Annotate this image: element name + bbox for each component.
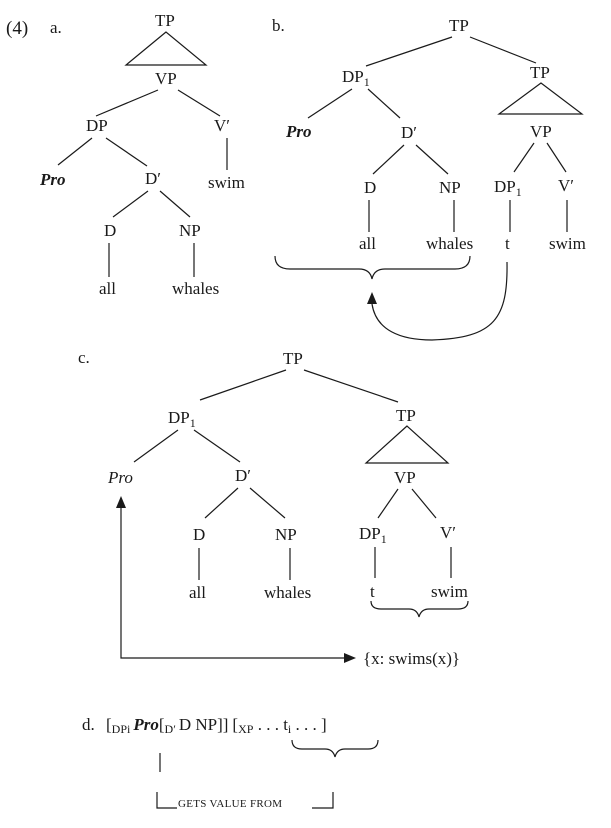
panel-a-label: a.: [50, 18, 62, 37]
tree-b-vp: VP: [530, 122, 552, 141]
tree-c-tp-triangle: [364, 425, 450, 464]
tree-c-vbar: V′: [440, 523, 456, 542]
tree-c-vp: VP: [394, 468, 416, 487]
tree-a-tp-triangle: [124, 31, 208, 66]
gets-value-from-label: GETS VALUE FROM: [178, 798, 282, 810]
tree-c-np: NP: [275, 525, 297, 544]
tree-c-pro: Pro: [107, 468, 133, 487]
panel-c-label: c.: [78, 348, 90, 367]
example-number: (4): [6, 18, 28, 39]
tree-b-vbar: V′: [558, 176, 574, 195]
tree-c-d: D: [193, 525, 205, 544]
tree-b-whales: whales: [426, 234, 473, 253]
tree-a-d: D: [104, 221, 116, 240]
tree-a-np: NP: [179, 221, 201, 240]
tree-a-swim: swim: [208, 173, 245, 192]
tree-c-trace: t: [370, 582, 375, 601]
tree-b-d: D: [364, 178, 376, 197]
gets-value-bracket-right: [312, 792, 334, 809]
tree-b-movement-arrow: [371, 261, 508, 341]
gets-value-bracket-left: [156, 792, 177, 809]
tree-a-whales: whales: [172, 279, 219, 298]
tree-b-np: NP: [439, 178, 461, 197]
tree-c-dp1: DP1: [168, 408, 196, 430]
panel-b-label: b.: [272, 16, 285, 35]
tree-a: TP VP DP V′ swim Pro D′ D NP all whales: [39, 11, 245, 298]
tree-b-dp1-lower: DP1: [494, 177, 522, 199]
tree-a-vbar: V′: [214, 116, 230, 135]
tree-b-trace: t: [505, 234, 510, 253]
tree-b-arrowhead: [367, 292, 377, 304]
tree-a-dbar: D′: [145, 169, 161, 188]
tree-b-all: all: [359, 234, 376, 253]
tree-c-dbar: D′: [235, 466, 251, 485]
panel-d-label: d.: [82, 715, 95, 734]
formula-d-underbrace: [291, 739, 379, 758]
tree-c: TP DP1 TP VP DP1 V′ t swim Pro D′ D NP a…: [107, 349, 469, 668]
tree-a-pro: Pro: [39, 170, 66, 189]
tree-c-arrowhead-up: [116, 496, 126, 508]
tree-a-all: all: [99, 279, 116, 298]
tree-b-pro: Pro: [285, 122, 312, 141]
tree-c-tp-inner: TP: [396, 406, 416, 425]
tree-a-tp: TP: [155, 11, 175, 30]
tree-c-swim: swim: [431, 582, 468, 601]
tree-a-vp: VP: [155, 69, 177, 88]
tree-b: TP DP1 TP VP DP1 V′ t swim Pro D′ D NP a…: [274, 16, 586, 341]
tree-b-dbar: D′: [401, 123, 417, 142]
tree-c-binding-arrow: [120, 505, 345, 659]
tree-b-tp-triangle: [497, 82, 584, 115]
tree-b-dp1: DP1: [342, 67, 370, 89]
tree-c-arrowhead-right: [344, 653, 356, 663]
tree-b-underbrace: [274, 255, 471, 280]
tree-b-swim: swim: [549, 234, 586, 253]
tree-c-set-expression: {x: swims(x)}: [363, 649, 460, 668]
tree-c-whales: whales: [264, 583, 311, 602]
tree-c-all: all: [189, 583, 206, 602]
tree-b-tp-root: TP: [449, 16, 469, 35]
tree-c-underbrace: [370, 600, 469, 618]
tree-c-dp1-lower: DP1: [359, 524, 387, 546]
tree-c-tp-root: TP: [283, 349, 303, 368]
tree-b-tp-inner: TP: [530, 63, 550, 82]
tree-a-dp: DP: [86, 116, 108, 135]
